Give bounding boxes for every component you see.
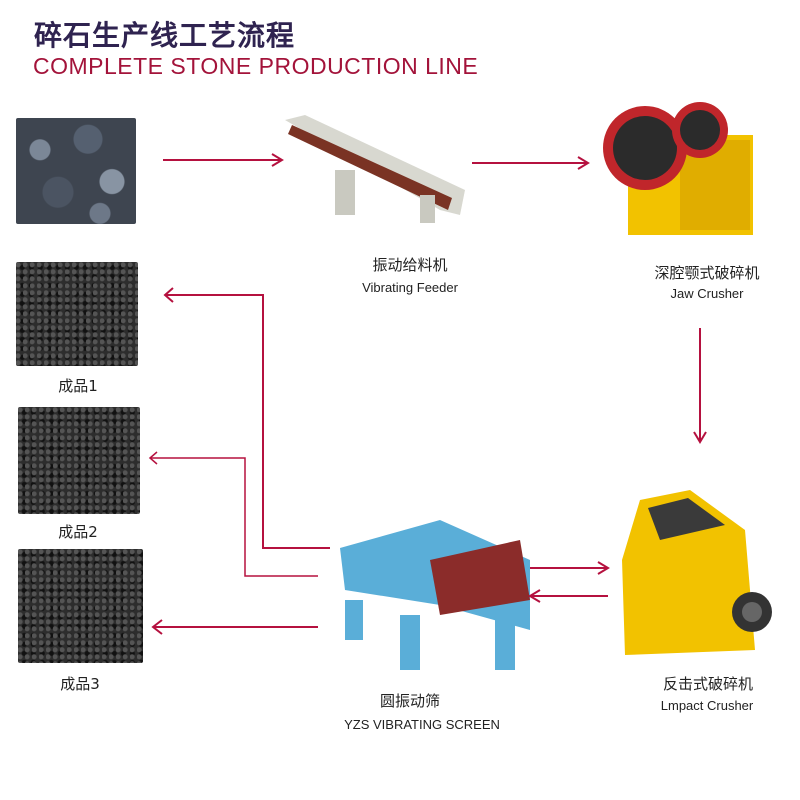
impact-label-cn: 反击式破碎机	[662, 675, 754, 693]
product-1-image	[16, 262, 138, 366]
vibrating-screen-image	[340, 520, 530, 670]
screen-label-en: YZS VIBRATING SCREEN	[344, 717, 500, 732]
arrow-screen-to-product-1	[163, 287, 330, 549]
arrow-screen-to-product-3	[151, 619, 318, 635]
feeder-label-cn: 振动给料机	[372, 256, 448, 274]
jaw-label-cn: 深腔颚式破碎机	[654, 264, 760, 282]
product-2-label: 成品2	[58, 523, 98, 541]
title-english: COMPLETE STONE PRODUCTION LINE	[33, 53, 479, 79]
jaw-label-en: Jaw Crusher	[670, 286, 744, 301]
jaw-crusher-image	[603, 102, 753, 235]
vibrating-feeder-image	[285, 115, 465, 223]
arrow-screen-to-product-2	[148, 451, 318, 577]
raw-stone-image	[16, 118, 136, 224]
screen-label-cn: 圆振动筛	[379, 692, 441, 710]
arrow-jaw-to-impact	[693, 328, 707, 444]
title-chinese: 碎石生产线工艺流程	[34, 19, 296, 52]
arrow-raw-to-feeder	[163, 153, 284, 167]
product-1-label: 成品1	[58, 377, 98, 395]
arrow-feeder-to-jaw	[472, 156, 590, 170]
flow-arrows	[148, 153, 707, 635]
arrow-screen-to-impact	[530, 561, 610, 575]
product-3-image	[18, 549, 143, 663]
impact-label-en: Lmpact Crusher	[660, 698, 754, 713]
product-3-label: 成品3	[60, 675, 100, 693]
feeder-label-en: Vibrating Feeder	[362, 280, 458, 295]
product-2-image	[18, 407, 140, 514]
arrow-impact-to-screen	[528, 589, 608, 603]
impact-crusher-image	[622, 490, 772, 655]
